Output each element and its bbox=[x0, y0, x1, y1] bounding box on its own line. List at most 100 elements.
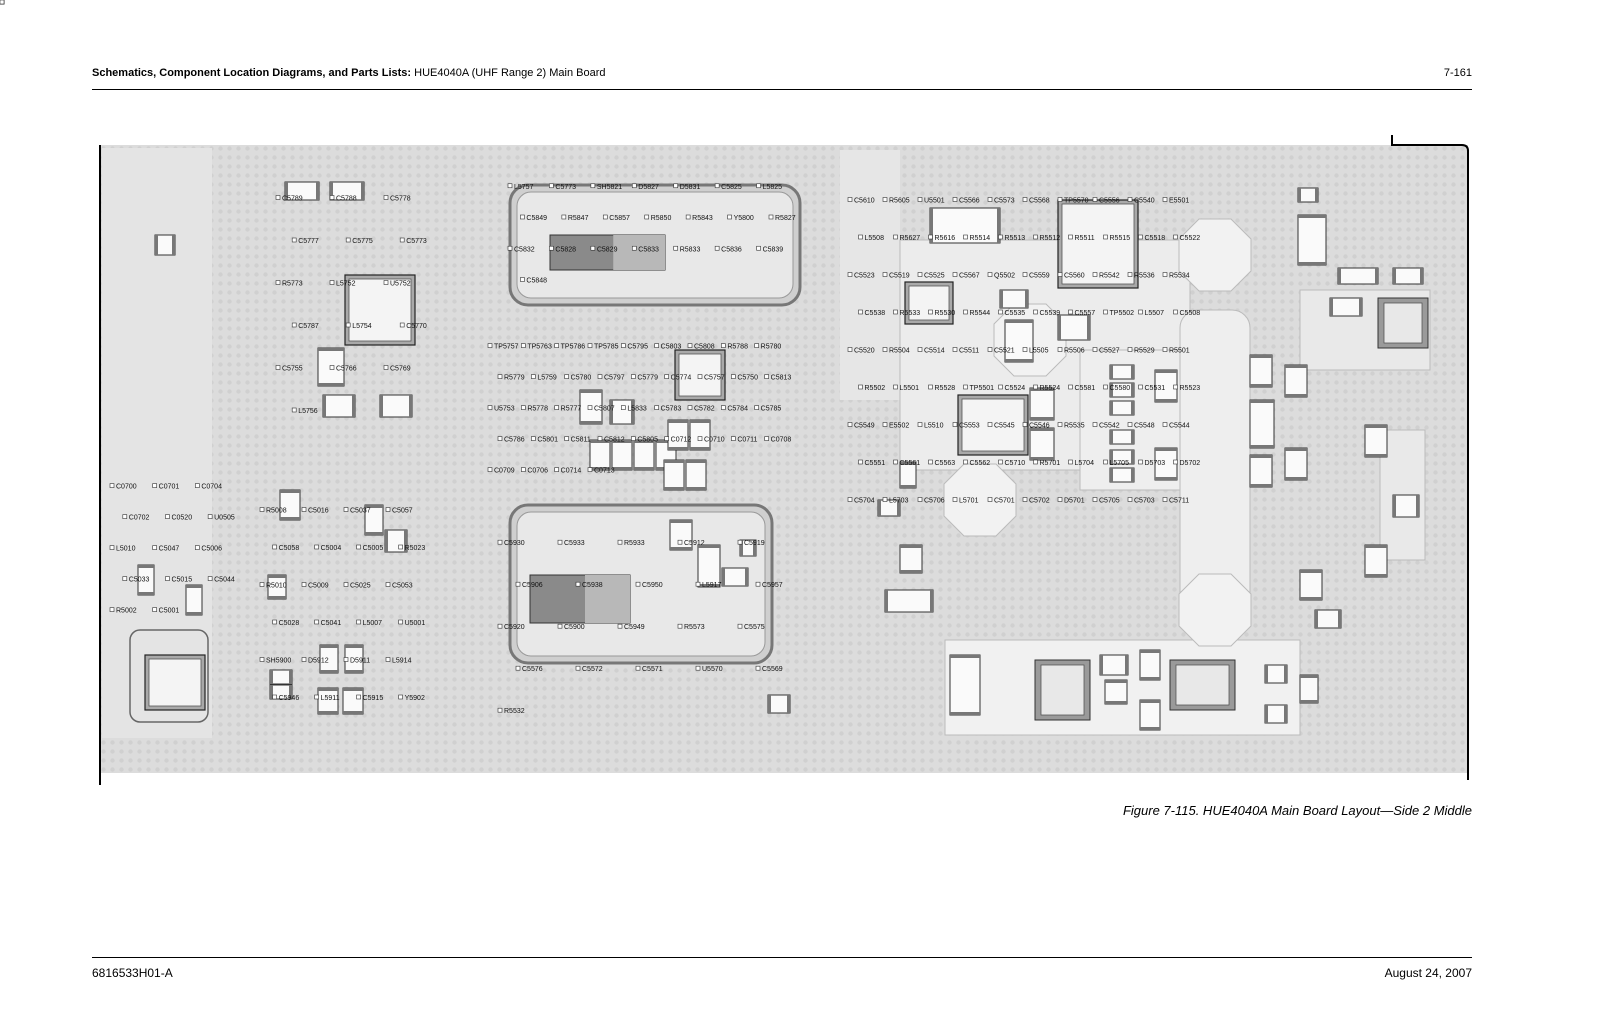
pad-end bbox=[1300, 570, 1322, 573]
pad-marker bbox=[383, 365, 389, 370]
pad-marker bbox=[727, 214, 732, 220]
ref-designator: R5701 bbox=[1040, 460, 1061, 467]
ic-inner bbox=[908, 285, 950, 321]
ref-designator: C5057 bbox=[392, 508, 413, 515]
ref-designator: C5551 bbox=[865, 460, 886, 467]
ref-designator: R5777 bbox=[561, 406, 582, 413]
ref-designator: R5530 bbox=[935, 310, 956, 317]
pad-marker bbox=[314, 619, 319, 625]
ref-designator: C5797 bbox=[604, 375, 625, 382]
pad-marker bbox=[487, 343, 493, 348]
component-outline bbox=[1264, 704, 1288, 724]
pad-end bbox=[1131, 401, 1134, 415]
ref-designator: VR0431 bbox=[0, 0, 25, 2]
pad-marker bbox=[109, 607, 115, 612]
pad-marker bbox=[590, 183, 596, 189]
pad-marker bbox=[557, 539, 563, 545]
pad-end bbox=[1140, 650, 1160, 653]
ref-designator: C5785 bbox=[761, 406, 782, 413]
pad-marker bbox=[635, 581, 641, 587]
pad-end bbox=[1298, 188, 1301, 202]
pad-end bbox=[352, 395, 355, 417]
pad-marker bbox=[847, 422, 853, 427]
ref-designator: R5501 bbox=[1169, 348, 1190, 355]
ref-designator: C5518 bbox=[1145, 235, 1166, 242]
ref-designator: C5015 bbox=[171, 577, 192, 584]
pad-end bbox=[1330, 298, 1333, 316]
pad-end bbox=[1416, 495, 1419, 517]
ref-designator: C5769 bbox=[390, 366, 411, 373]
pad-marker bbox=[329, 365, 335, 370]
pad-marker bbox=[714, 183, 720, 189]
pad-marker bbox=[764, 374, 769, 379]
pad-marker bbox=[291, 407, 297, 413]
ref-designator: C5514 bbox=[924, 348, 945, 355]
pad-marker bbox=[617, 539, 623, 545]
pad-end bbox=[1131, 430, 1134, 444]
ref-designator: C5538 bbox=[865, 310, 886, 317]
pad-end bbox=[365, 532, 383, 535]
component-outline bbox=[1299, 569, 1323, 601]
pad-end bbox=[1284, 705, 1287, 723]
ref-designator: D5827 bbox=[638, 184, 659, 191]
pad-marker bbox=[385, 582, 391, 587]
ref-designator: C0447 bbox=[0, 0, 21, 2]
pad-marker bbox=[664, 374, 669, 379]
ref-designator: R5536 bbox=[1134, 273, 1155, 280]
ref-designator: C5786 bbox=[504, 437, 525, 444]
pad-marker bbox=[275, 280, 281, 285]
pad-marker bbox=[1127, 347, 1133, 352]
pad-marker bbox=[963, 309, 968, 315]
pad-marker bbox=[152, 483, 157, 488]
pad-marker bbox=[557, 623, 563, 629]
figure-caption: Figure 7-115. HUE4040A Main Board Layout… bbox=[1122, 803, 1472, 818]
pad-end bbox=[270, 670, 273, 684]
ic-inner bbox=[678, 353, 722, 397]
pad-marker bbox=[152, 607, 157, 612]
ref-designator: C5540 bbox=[1134, 198, 1155, 205]
pad-marker bbox=[1162, 272, 1168, 277]
pad-marker bbox=[1162, 197, 1168, 202]
pad-end bbox=[1265, 705, 1268, 723]
pad-end bbox=[1365, 425, 1387, 428]
pad-marker bbox=[1057, 347, 1063, 352]
ref-designator: L5701 bbox=[959, 498, 979, 505]
pad-marker bbox=[343, 657, 349, 662]
ref-designator: TP5785 bbox=[594, 344, 619, 351]
pad-end bbox=[580, 421, 602, 424]
pad-marker bbox=[1068, 234, 1073, 240]
pad-marker bbox=[1068, 309, 1073, 315]
pad-end bbox=[186, 585, 202, 588]
ref-designator: C0446 bbox=[0, 0, 21, 2]
pad-marker bbox=[963, 459, 968, 465]
pad-marker bbox=[654, 405, 659, 410]
ref-designator: L5510 bbox=[924, 423, 944, 430]
pad-end bbox=[1140, 700, 1160, 703]
ref-designator: C5788 bbox=[336, 196, 357, 203]
pad-end bbox=[1285, 477, 1307, 480]
pad-marker bbox=[1103, 459, 1108, 465]
pad-marker bbox=[345, 237, 351, 243]
pad-marker bbox=[507, 183, 513, 189]
ref-designator: C5811 bbox=[571, 437, 591, 444]
pad-end bbox=[280, 517, 300, 520]
pad-marker bbox=[575, 665, 581, 671]
component-outline bbox=[1364, 544, 1388, 578]
pad-end bbox=[670, 547, 692, 550]
pad-marker bbox=[564, 436, 569, 441]
pad-marker bbox=[521, 405, 526, 410]
ref-designator: C5757 bbox=[704, 375, 725, 382]
component-outline bbox=[379, 394, 413, 418]
ref-designator: C5041 bbox=[321, 620, 342, 627]
pad-marker bbox=[754, 405, 759, 410]
ref-designator: C5519 bbox=[889, 273, 910, 280]
ic-inner bbox=[348, 278, 412, 342]
ref-designator: D5701 bbox=[1064, 498, 1085, 505]
pad-marker bbox=[520, 214, 525, 220]
ref-designator: R5515 bbox=[1110, 235, 1131, 242]
ref-designator: C0432 bbox=[0, 0, 21, 2]
ref-designator: R5513 bbox=[1005, 235, 1026, 242]
ref-designator: C0449 bbox=[0, 0, 21, 2]
pad-marker bbox=[963, 234, 968, 240]
pad-marker bbox=[597, 374, 603, 379]
